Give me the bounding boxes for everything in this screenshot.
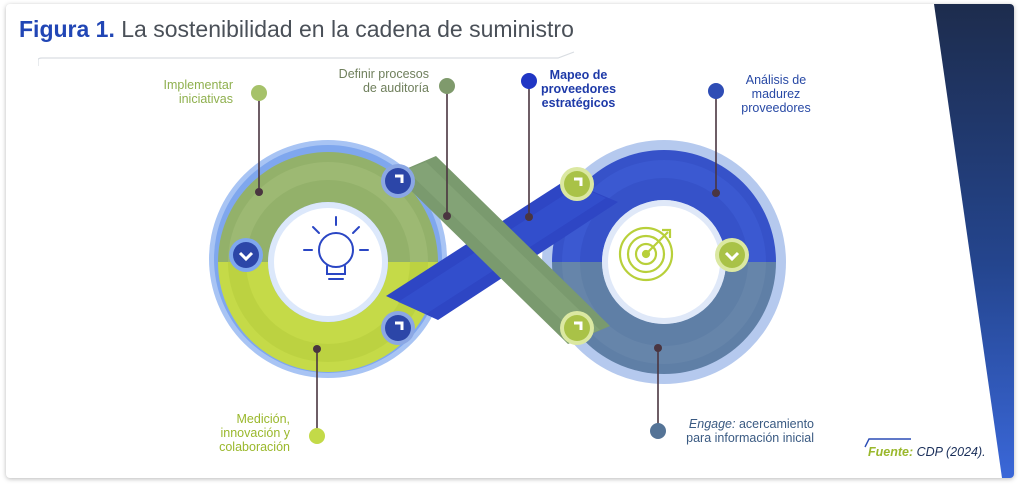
figure-title: Figura 1. La sostenibilidad en la cadena… [19,14,574,44]
lightbulb-icon [303,216,369,280]
leader-lines [258,81,717,436]
source-key: Fuente: [868,445,914,459]
dot-analisis [708,83,724,99]
label-implementar: Implementar iniciativas [163,78,233,106]
badge-top-left [381,164,415,198]
label-engage: Engage: acercamiento para información in… [674,417,814,445]
dot-implementar [251,85,267,101]
label-engage-italic: Engage: [688,417,736,431]
label-medicion: Medición, innovación y colaboración [219,412,290,454]
badge-left [229,238,263,272]
source-underline [864,438,911,448]
label-definir: Definir procesos de auditoría [338,67,429,95]
figure-number: Figura 1. [19,16,115,42]
dot-mapeo [521,73,537,89]
title-underline [38,51,575,66]
badge-top-right [560,167,594,201]
dot-medicion [309,428,325,444]
target-icon [618,226,674,282]
label-dots [251,73,724,444]
badge-bottom-right [560,311,594,345]
source-note: Fuente: CDP (2024). [868,445,986,459]
badge-bottom-left [381,311,415,345]
badge-right [715,238,749,272]
label-analisis: Análisis de madurez proveedores [741,73,811,115]
dot-engage [650,423,666,439]
cross-band-green [394,156,610,344]
figure-card: Figura 1. La sostenibilidad en la cadena… [6,4,1014,478]
dot-definir [439,78,455,94]
source-value: CDP (2024). [913,445,986,459]
leader-end-dots [255,188,720,353]
figure-title-text: La sostenibilidad en la cadena de sumini… [121,16,574,42]
label-engage-rest: acercamiento para información inicial [686,417,814,445]
corner-decoration [934,4,1014,478]
infinity-diagram [209,73,786,444]
label-mapeo: Mapeo de proveedores estratégicos [540,68,617,110]
